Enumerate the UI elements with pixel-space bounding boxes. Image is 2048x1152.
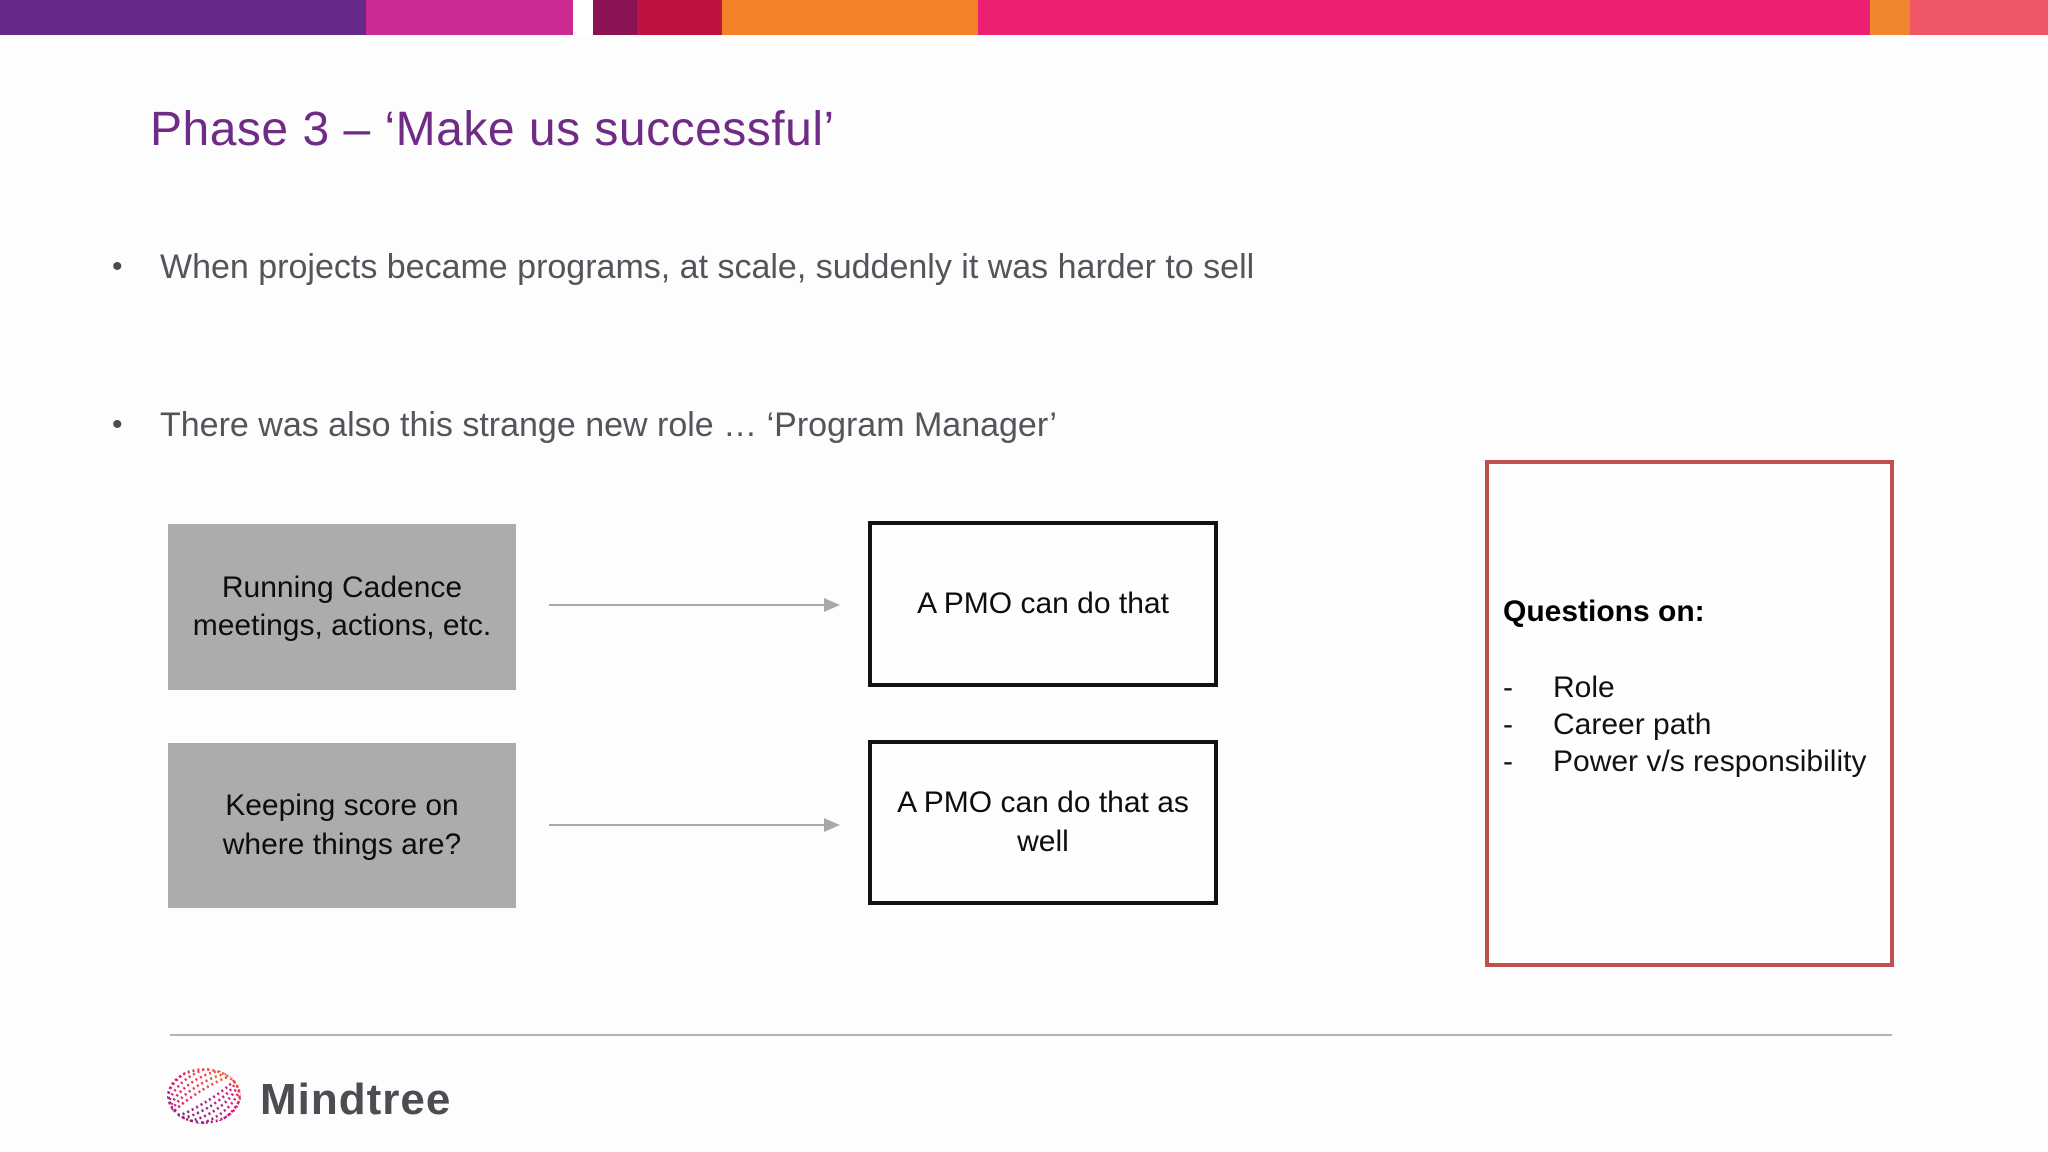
task-box-cadence: Running Cadence meetings, actions, etc. <box>168 524 516 690</box>
list-item: - Career path <box>1503 706 1874 743</box>
page-title: Phase 3 – ‘Make us successful’ <box>150 103 835 156</box>
arrow-right-icon <box>549 818 840 832</box>
topbar-segment <box>1910 0 2048 35</box>
list-item: - Role <box>1503 669 1874 706</box>
question-item-power-responsibility: Power v/s responsibility <box>1553 745 1867 778</box>
list-item: - Power v/s responsibility <box>1503 743 1874 780</box>
topbar-segment <box>366 0 573 35</box>
pmo-box-1: A PMO can do that <box>868 521 1218 687</box>
topbar-segment <box>637 0 722 35</box>
topbar-segment <box>573 0 593 35</box>
pmo-box-2: A PMO can do that as well <box>868 740 1218 905</box>
question-item-career-path: Career path <box>1553 708 1712 741</box>
questions-list: - Role - Career path - Power v/s respons… <box>1503 669 1874 780</box>
dash-marker: - <box>1503 671 1513 704</box>
globe-icon <box>167 1068 241 1124</box>
question-item-role: Role <box>1553 671 1615 704</box>
topbar-segment <box>1870 0 1910 35</box>
footer-divider <box>170 1034 1892 1036</box>
mindtree-logo: Mindtree <box>164 1064 451 1128</box>
questions-panel: Questions on: - Role - Career path - Pow… <box>1485 460 1894 967</box>
topbar-segment <box>0 0 366 35</box>
dash-marker: - <box>1503 745 1513 778</box>
brand-text: Mindtree <box>260 1075 452 1124</box>
topbar-segment <box>978 0 1870 35</box>
questions-heading: Questions on: <box>1503 595 1705 628</box>
bullet-text-2: There was also this strange new role … ‘… <box>160 406 1057 444</box>
bullet-dot-icon: • <box>112 250 123 283</box>
bullet-item-1: • When projects became programs, at scal… <box>112 248 1254 287</box>
arrow-right-icon <box>549 598 840 612</box>
topbar-segment <box>722 0 978 35</box>
topbar-decoration <box>0 0 2048 35</box>
task-box-score: Keeping score on where things are? <box>168 743 516 908</box>
bullet-item-2: • There was also this strange new role …… <box>112 406 1057 445</box>
topbar-segment <box>593 0 637 35</box>
bullet-text-1: When projects became programs, at scale,… <box>160 248 1255 286</box>
dash-marker: - <box>1503 708 1513 741</box>
bullet-dot-icon: • <box>112 408 123 441</box>
